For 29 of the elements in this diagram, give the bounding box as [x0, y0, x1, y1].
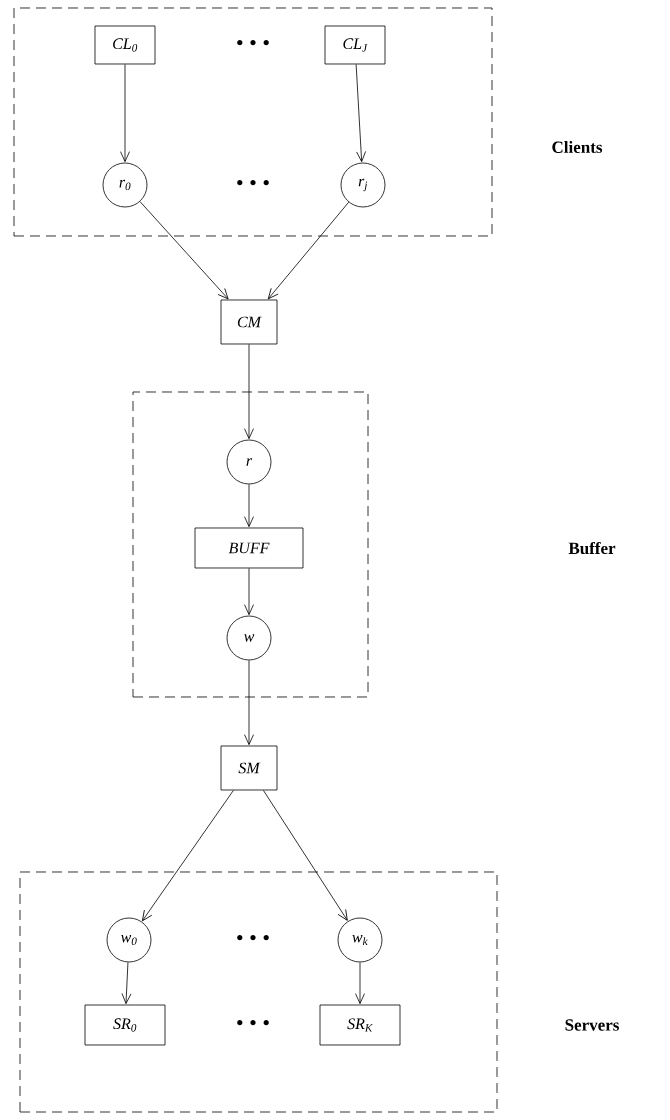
group-frame	[13, 7, 493, 237]
arrow	[120, 64, 130, 162]
arrow	[263, 790, 348, 921]
arrow	[244, 568, 254, 615]
arrow	[244, 344, 254, 439]
process-box: BUFF	[194, 527, 304, 569]
process-box: CM	[220, 299, 278, 345]
process-box: SM	[220, 745, 278, 791]
arrow	[139, 201, 229, 300]
ellipsis-dots: • • •	[237, 40, 269, 46]
ellipsis-dots: • • •	[237, 1020, 269, 1026]
arrow	[121, 961, 132, 1004]
arrow	[355, 962, 365, 1004]
ellipsis-dots: • • •	[237, 935, 269, 941]
process-box: SR$_{0}$	[84, 1004, 166, 1046]
arrow	[267, 201, 350, 300]
arrow	[244, 660, 254, 745]
group-frame	[19, 871, 498, 1113]
group-heading: Servers	[565, 1019, 619, 1031]
arrow	[355, 64, 366, 163]
ellipsis-dots: • • •	[237, 180, 269, 186]
group-heading: Clients	[552, 141, 603, 153]
arrow	[244, 484, 254, 527]
group-heading: Buffer	[568, 541, 616, 555]
process-box: CL$_{J}$	[324, 25, 386, 65]
process-box: CL$_{0}$	[94, 25, 156, 65]
process-box: SR$_{K}$	[319, 1004, 401, 1046]
group-frame	[132, 391, 369, 698]
arrow	[142, 790, 234, 922]
